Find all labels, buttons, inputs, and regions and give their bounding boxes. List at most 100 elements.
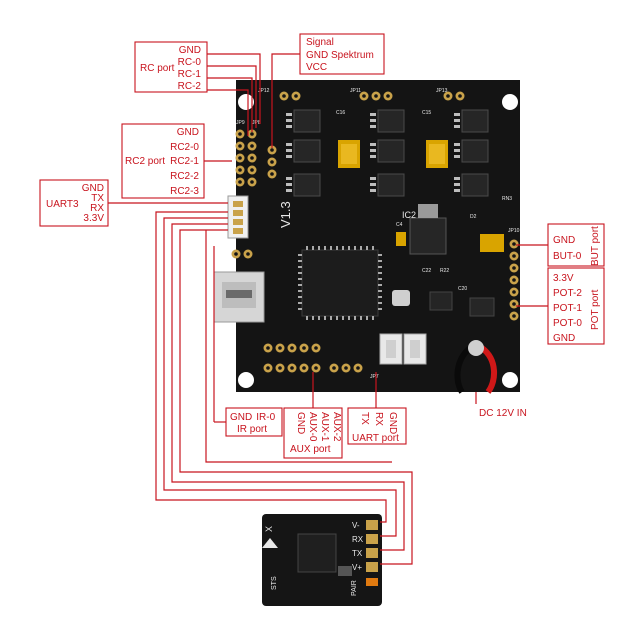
mosfet-lead [286,149,292,152]
mcu-pin [298,290,302,292]
aux-port-pin-aux0: AUX-0 [307,412,318,442]
dc-power-wire-black [454,345,473,394]
mcu-pin [318,316,320,320]
pin-hole [278,366,282,370]
uart-port-label: GND RX TX UART port [347,407,407,445]
jp7-silkscreen: JP7 [370,374,379,380]
pin-hole [266,346,270,350]
d2-silkscreen: D2 [470,214,477,220]
spektrum-label: Signal GND Spektrum VCC [299,33,385,75]
mosfet-lead [454,149,460,152]
module-pin-pads [366,520,378,572]
pin-hole [270,148,274,152]
pot-port-pin-pot0: POT-0 [553,318,582,329]
mcu-pin [306,316,308,320]
pin-hole [302,366,306,370]
pin-header-pads [231,91,519,373]
rc2-port-label: GND RC2-0 RC2-1 RC2-2 RC2-3 RC2 port [121,123,205,199]
pin-hole [332,366,336,370]
rc2-port-pin-rc2-1: RC2-1 [170,156,199,167]
pot-port-pin-pot1: POT-1 [553,303,582,314]
uart3-title: UART3 [46,199,79,210]
mosfet-chip [377,173,405,197]
mosfet-lead [454,125,460,128]
rc-port-pin-gnd: GND [179,45,201,56]
mcu-pin [312,316,314,320]
ic2-silkscreen: IC2 [402,210,416,220]
mosfet-lead [370,155,376,158]
mosfet-lead [286,125,292,128]
mcu-pin [298,266,302,268]
pin-hole [512,266,516,270]
mosfet-lead [286,183,292,186]
mcu-pin [298,278,302,280]
mcu-pin [298,296,302,298]
pin-hole [290,366,294,370]
mcu-pin [372,246,374,250]
pin-hole [250,180,254,184]
mcu-pin [378,278,382,280]
c16-silkscreen: C16 [336,110,345,116]
mosfet-lead [370,113,376,116]
ir-port-title: IR port [237,424,267,435]
sensor-chip [429,291,453,311]
but-port-title: BUT port [590,226,601,266]
jp12-silkscreen: JP12 [258,88,270,94]
mcu-pin [312,246,314,250]
mcu-pin [324,316,326,320]
aux-port-label: GND AUX-0 AUX-1 AUX-2 AUX port [283,407,343,459]
mosfet-chip [461,139,489,163]
mounting-hole [238,372,254,388]
rc2-port-pin-rc2-0: RC2-0 [170,142,199,153]
mosfet-lead [454,113,460,116]
mosfet-lead [454,143,460,146]
mosfet-lead [454,177,460,180]
pin-hole [238,180,242,184]
mosfet-lead [370,125,376,128]
mcu-pin [360,316,362,320]
pin-hole [386,94,390,98]
module-pair-silkscreen: PAIR [351,580,358,596]
mosfet-lead [454,119,460,122]
pin-hole [290,346,294,350]
pin-hole [246,252,250,256]
jp9-silkscreen: JP9 [236,120,245,126]
tantalum-capacitor [396,232,406,246]
pin-hole [512,290,516,294]
pin-hole [458,94,462,98]
crystal-oscillator [392,290,410,306]
rc2-port-pin-rc2-2: RC2-2 [170,171,199,182]
arrow-icon [262,538,278,548]
pin-hole [314,366,318,370]
pot-port-label: 3.3V POT-2 POT-1 POT-0 GND POT port [547,267,605,345]
mcu-pin [306,246,308,250]
mosfet-chip [377,109,405,133]
receiver-module: V- RX TX V+ PAIR STS X [262,514,382,606]
uart3-connector [227,195,249,239]
mcu-pin [378,254,382,256]
mcu-pin [342,246,344,250]
pin-hole [250,156,254,160]
module-crystal [338,566,352,576]
uart3-pin-rx: RX [90,203,104,214]
mosfet-chip [461,109,489,133]
c15-silkscreen: C15 [422,110,431,116]
rc-port-label: GND RC-0 RC-1 RC-2 RC port [134,41,208,93]
mosfet-driver-array [286,109,489,197]
module-led [366,578,378,586]
mcu-pin [298,284,302,286]
pin-hole [234,252,238,256]
mosfet-lead [370,149,376,152]
pin-hole [238,168,242,172]
mosfet-lead [286,113,292,116]
pin-hole [314,346,318,350]
mcu-pin [330,316,332,320]
mosfet-lead [286,155,292,158]
pin-hole [374,94,378,98]
mcu-chip [298,246,382,320]
c22-silkscreen: C22 [422,268,431,274]
mcu-pin [342,316,344,320]
module-chip [297,533,337,573]
mcu-pin [378,290,382,292]
